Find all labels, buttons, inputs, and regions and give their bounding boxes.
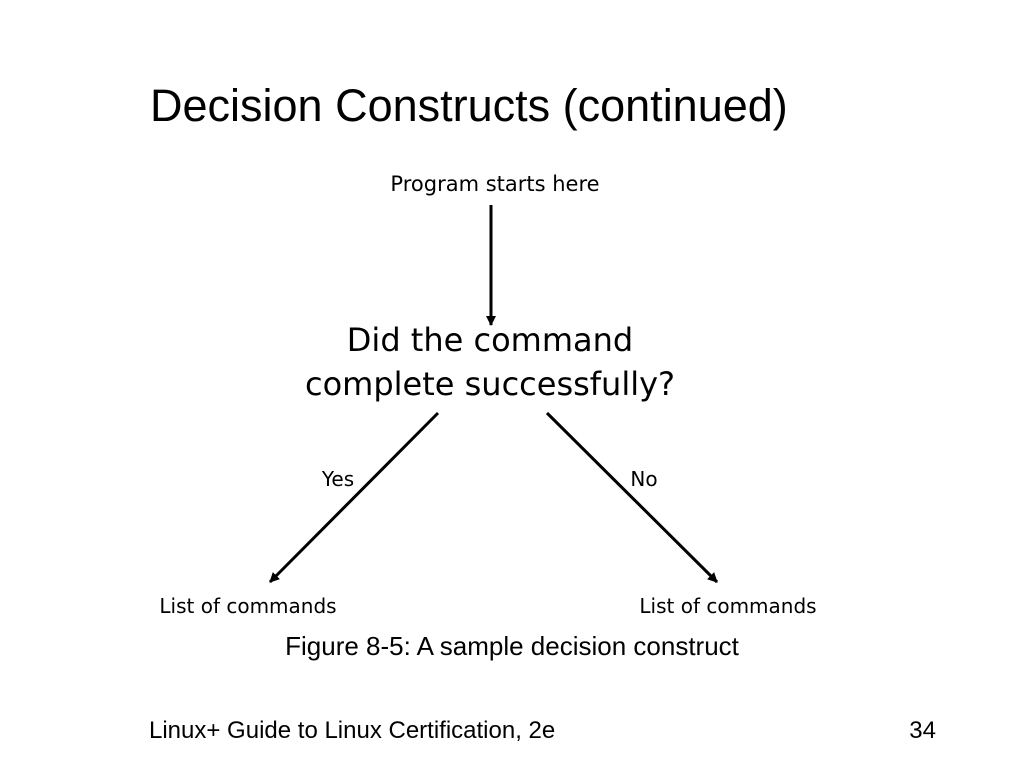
start-label: Program starts here (390, 172, 599, 196)
figure-caption: Figure 8-5: A sample decision construct (285, 631, 739, 661)
page-number: 34 (909, 717, 936, 744)
no-branch-commands: List of commands (639, 594, 816, 618)
no-arrow (545, 411, 719, 584)
yes-arrow (268, 411, 440, 584)
decision-question-line-1: Did the command (347, 321, 633, 359)
no-label: No (630, 467, 657, 491)
slide-title: Decision Constructs (continued) (150, 80, 788, 131)
yes-label: Yes (321, 467, 354, 491)
footer-text: Linux+ Guide to Linux Certification, 2e (149, 717, 556, 744)
decision-question-line-2: complete successfully? (305, 365, 675, 403)
yes-branch-commands: List of commands (159, 594, 336, 618)
